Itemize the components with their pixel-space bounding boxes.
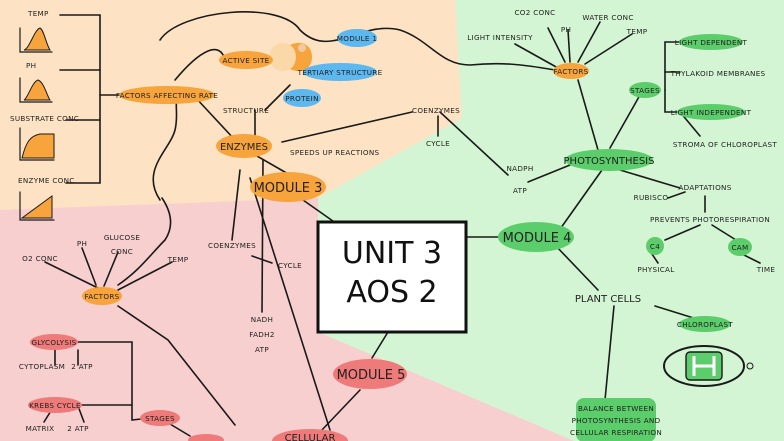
substrate-graph-icon xyxy=(19,127,55,161)
factors-affecting-rate-label: FACTORS AFFECTING RATE xyxy=(116,91,218,100)
cytoplasm-label: CYTOPLASM xyxy=(19,362,65,371)
ph-label: PH xyxy=(26,61,36,70)
center-box xyxy=(316,220,468,334)
nadph-label: NADPH xyxy=(506,164,533,173)
ph-graph-icon xyxy=(19,77,53,103)
balance-line2: PHOTOSYNTHESIS AND xyxy=(572,416,661,425)
resp-cycle-label: CYCLE xyxy=(278,261,302,270)
temp-graph-icon xyxy=(19,27,53,53)
protein-label: PROTEIN xyxy=(285,94,319,103)
fadh2-label: FADH2 xyxy=(249,330,274,339)
enzymes-cycle-label: CYCLE xyxy=(426,139,450,148)
logo-icon xyxy=(663,345,754,387)
physical-label: PHYSICAL xyxy=(637,265,674,274)
balance-line3: CELLULAR RESPIRATION xyxy=(570,428,662,437)
photo-factors-label: FACTORS xyxy=(554,67,589,76)
krebs-atp-label: 2 ATP xyxy=(67,424,89,433)
matrix-label: MATRIX xyxy=(26,424,55,433)
balance-line1: BALANCE BETWEEN xyxy=(578,404,654,413)
active-site-label: ACTIVE SITE xyxy=(223,56,270,65)
temp-label: TEMP xyxy=(27,9,49,18)
photosynthesis-label: PHOTOSYNTHESIS xyxy=(564,156,655,167)
co2-conc-label: CO2 CONC xyxy=(514,8,555,17)
substrate-conc-label: SUBSTRATE CONC xyxy=(10,114,79,123)
speeds-up-label: SPEEDS UP REACTIONS xyxy=(290,148,380,157)
glycolysis-atp-label: 2 ATP xyxy=(71,362,93,371)
water-conc-label: WATER CONC xyxy=(582,13,633,22)
resp-factors-label: FACTORS xyxy=(85,292,120,301)
nadh-label: NADH xyxy=(251,315,273,324)
center-title-line1: UNIT 3 xyxy=(342,236,442,271)
stroma-label: STROMA OF CHLOROPLAST xyxy=(673,140,778,149)
adaptations-label: ADAPTATIONS xyxy=(678,183,731,192)
krebs-cycle-label: KREBS CYCLE xyxy=(29,401,81,410)
light-intensity-label: LIGHT INTENSITY xyxy=(467,33,533,42)
module-3-label: MODULE 3 xyxy=(254,181,323,196)
tertiary-structure-label: TERTIARY STRUCTURE xyxy=(297,68,383,77)
rubisco-label: RUBISCO xyxy=(634,193,669,202)
light-dependent-label: LIGHT DEPENDENT xyxy=(675,38,748,47)
prevents-photorespiration-label: PREVENTS PHOTORESPIRATION xyxy=(650,215,770,224)
module-4-label: MODULE 4 xyxy=(503,231,572,246)
enzymes-coenzymes-label: COENZYMES xyxy=(412,106,460,115)
glycolysis-label: GLYCOLYSIS xyxy=(32,338,77,347)
glucose-label-1: GLUCOSE xyxy=(104,233,141,242)
plant-cells-label: PLANT CELLS xyxy=(575,294,641,305)
stages-label: STAGES xyxy=(630,86,660,95)
photo-atp-label: ATP xyxy=(513,186,527,195)
time-label: TIME xyxy=(756,265,776,274)
module-1-label: MODULE 1 xyxy=(337,34,377,43)
enzymes-label: ENZYMES xyxy=(220,142,268,153)
cam-label: CAM xyxy=(731,243,748,252)
resp-atp-label: ATP xyxy=(255,345,269,354)
bubbles xyxy=(28,29,752,441)
chloroplast-label: CHLOROPLAST xyxy=(677,320,733,329)
photo-ph-label: PH xyxy=(561,25,571,34)
thylakoid-label: THYLAKOID MEMBRANES xyxy=(670,69,766,78)
enzyme-conc-label: ENZYME CONC xyxy=(18,176,75,185)
light-independent-label: LIGHT INDEPENDENT xyxy=(671,108,752,117)
enzyme-substrate-icon xyxy=(269,42,312,72)
glucose-label-2: CONC xyxy=(111,247,133,256)
enzyme-conc-graph-icon xyxy=(19,191,55,221)
resp-temp-label: TEMP xyxy=(167,255,189,264)
structure-label: STRUCTURE xyxy=(223,106,269,115)
red-region xyxy=(0,198,574,441)
resp-coenzymes-label: COENZYMES xyxy=(208,241,256,250)
o2-conc-label: O2 CONC xyxy=(22,254,58,263)
center-title-line2: AOS 2 xyxy=(346,275,437,310)
module-5-label: MODULE 5 xyxy=(337,368,406,383)
resp-ph-label: PH xyxy=(77,239,87,248)
cellular-label: CELLULAR xyxy=(285,433,336,441)
c4-label: C4 xyxy=(650,242,660,251)
photo-temp-label: TEMP xyxy=(626,27,648,36)
orange-region xyxy=(0,0,462,212)
resp-stages-label: STAGES xyxy=(145,414,175,423)
